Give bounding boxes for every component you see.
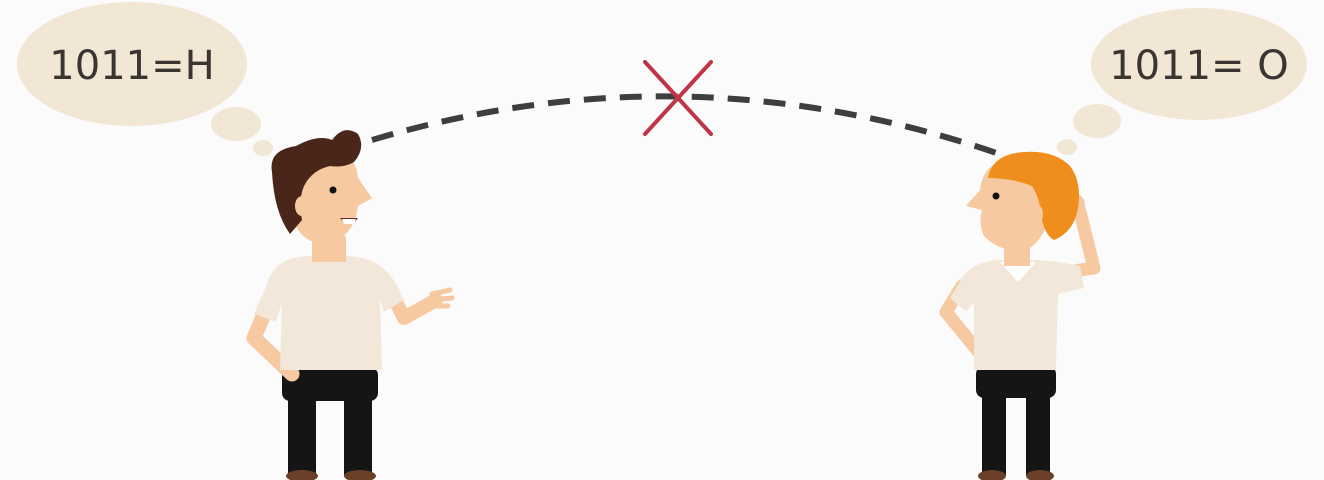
left-person-shirt — [254, 256, 404, 370]
right-person-hair — [988, 151, 1079, 240]
right-person-collar — [1000, 262, 1036, 282]
right-bubble-dot-large — [1073, 104, 1121, 138]
right-person-right-leg — [1026, 380, 1050, 480]
right-person-shoe-right — [1026, 470, 1054, 480]
left-bubble-dot-large — [211, 107, 261, 141]
left-bubble-dot-small — [253, 140, 273, 156]
failure-cross-icon — [643, 60, 713, 136]
right-person-ear — [1029, 204, 1043, 224]
left-person-hand — [429, 287, 455, 309]
left-person-ear — [295, 196, 309, 216]
right-person-pants — [976, 366, 1056, 398]
left-bubble-cloud — [17, 2, 247, 126]
left-person-teeth — [342, 219, 356, 224]
left-person-hair — [271, 130, 362, 234]
left-thought-text: 1011=H — [49, 43, 215, 89]
left-person-right-leg — [344, 380, 372, 480]
right-person-eye — [992, 192, 1000, 200]
right-person-shoe-left — [978, 470, 1006, 480]
left-person-left-leg — [288, 380, 316, 480]
right-thought-bubble — [1057, 8, 1307, 155]
right-person — [939, 151, 1101, 480]
left-person-shoe-left — [286, 470, 318, 480]
left-person-pants — [282, 367, 378, 401]
right-bubble-dot-small — [1057, 139, 1077, 155]
right-person-left-leg — [982, 380, 1006, 480]
left-person-eye — [329, 186, 337, 194]
left-thought-bubble — [17, 2, 273, 156]
right-bubble-cloud — [1091, 8, 1307, 120]
left-person-shoe-right — [344, 470, 376, 480]
right-thought-text: 1011= O — [1109, 43, 1289, 89]
communication-arc — [371, 93, 1009, 160]
right-person-shirt — [950, 260, 1084, 370]
left-person — [246, 130, 455, 480]
